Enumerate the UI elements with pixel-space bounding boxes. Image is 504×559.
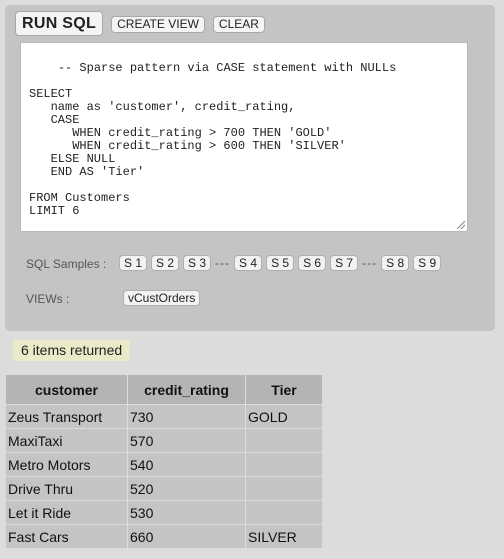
table-row: Metro Motors 540 (6, 453, 322, 476)
table-cell-credit-rating: 660 (128, 525, 245, 548)
results-table: customer credit_rating Tier Zeus Transpo… (5, 374, 323, 549)
table-row: Let it Ride 530 (6, 501, 322, 524)
sql-editor[interactable]: -- Sparse pattern via CASE statement wit… (20, 42, 468, 232)
column-header-credit-rating: credit_rating (128, 375, 245, 404)
table-cell-tier (246, 501, 322, 524)
table-cell-tier: SILVER (246, 525, 322, 548)
sample-separator: --- (215, 256, 231, 270)
sample-button-3[interactable]: S 3 (183, 255, 212, 271)
sample-button-5[interactable]: S 5 (266, 255, 295, 271)
table-cell-tier: GOLD (246, 405, 322, 428)
table-cell-credit-rating: 570 (128, 429, 245, 452)
clear-button[interactable]: CLEAR (212, 15, 265, 33)
table-row: Fast Cars 660 SILVER (6, 525, 322, 548)
table-cell-customer: MaxiTaxi (6, 429, 127, 452)
create-view-button[interactable]: CREATE VIEW (111, 15, 205, 33)
view-button-vcustorders[interactable]: vCustOrders (123, 290, 201, 306)
table-row: MaxiTaxi 570 (6, 429, 322, 452)
table-cell-customer: Let it Ride (6, 501, 127, 524)
table-header-row: customer credit_rating Tier (6, 375, 322, 404)
table-row: Zeus Transport 730 GOLD (6, 405, 322, 428)
sql-editor-text: -- Sparse pattern via CASE statement wit… (29, 61, 397, 218)
sample-button-9[interactable]: S 9 (413, 255, 442, 271)
table-row: Drive Thru 520 (6, 477, 322, 500)
toolbar: RUN SQL CREATE VIEW CLEAR (15, 11, 265, 36)
table-cell-customer: Fast Cars (6, 525, 127, 548)
table-cell-credit-rating: 520 (128, 477, 245, 500)
resize-grip-icon[interactable] (457, 221, 465, 229)
sample-button-7[interactable]: S 7 (330, 255, 359, 271)
sample-button-2[interactable]: S 2 (151, 255, 180, 271)
views-label: VIEWs : (26, 292, 70, 306)
table-cell-credit-rating: 530 (128, 501, 245, 524)
sql-samples-label: SQL Samples : (26, 257, 107, 271)
sample-button-4[interactable]: S 4 (234, 255, 263, 271)
table-cell-tier (246, 477, 322, 500)
sample-button-6[interactable]: S 6 (298, 255, 327, 271)
query-panel: RUN SQL CREATE VIEW CLEAR -- Sparse patt… (5, 5, 495, 331)
run-sql-button[interactable]: RUN SQL (15, 11, 104, 36)
table-cell-customer: Drive Thru (6, 477, 127, 500)
sample-separator: --- (362, 256, 378, 270)
table-cell-customer: Zeus Transport (6, 405, 127, 428)
table-cell-customer: Metro Motors (6, 453, 127, 476)
table-cell-credit-rating: 730 (128, 405, 245, 428)
sql-samples-list: S 1 S 2 S 3 --- S 4 S 5 S 6 S 7 --- S 8 … (119, 255, 445, 271)
sample-button-1[interactable]: S 1 (119, 255, 148, 271)
table-cell-tier (246, 429, 322, 452)
column-header-tier: Tier (246, 375, 322, 404)
column-header-customer: customer (6, 375, 127, 404)
table-cell-credit-rating: 540 (128, 453, 245, 476)
sample-button-8[interactable]: S 8 (381, 255, 410, 271)
result-status-badge: 6 items returned (13, 340, 131, 361)
table-cell-tier (246, 453, 322, 476)
